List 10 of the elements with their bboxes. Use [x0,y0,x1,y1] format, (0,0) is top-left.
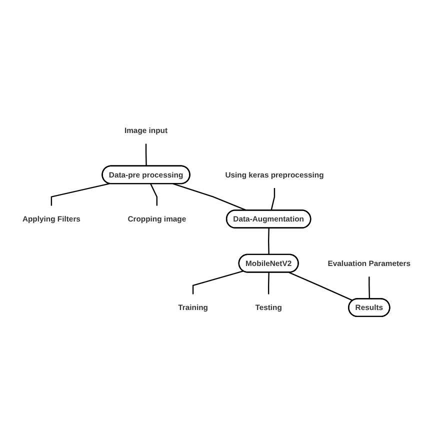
connector [145,144,147,166]
connector [173,183,247,211]
connector [368,276,370,300]
connector [268,272,270,294]
connector [288,272,354,302]
connector [192,270,244,294]
connector [150,184,158,206]
connector [50,183,110,206]
connector [268,228,270,255]
connector [270,188,276,211]
